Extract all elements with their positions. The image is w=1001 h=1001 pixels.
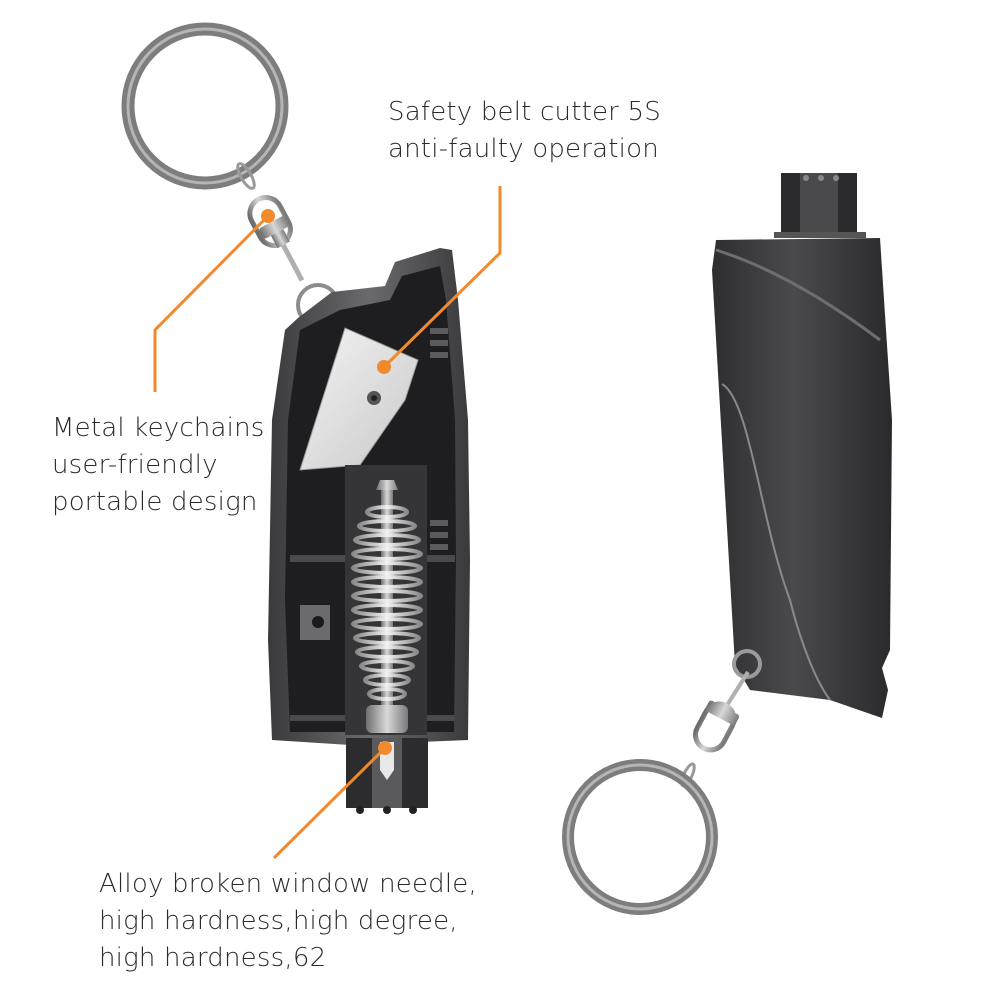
callout-keychain-line-2: user-friendly [52, 450, 218, 480]
key-ring-icon [121, 22, 289, 190]
callout-belt-cutter: Safety belt cutter 5S anti-faulty operat… [388, 94, 661, 168]
spring-icon [351, 480, 423, 733]
callout-belt-cutter-line-2: anti-faulty operation [388, 134, 659, 164]
cutaway-view [121, 22, 470, 814]
exterior-view [562, 173, 892, 915]
callout-keychain: Metal keychains user-friendly portable d… [52, 410, 265, 521]
callout-needle: Alloy broken window needle, high hardnes… [99, 866, 477, 977]
callout-belt-cutter-line-1: Safety belt cutter 5S [388, 97, 661, 127]
callout-keychain-line-1: Metal keychains [52, 413, 265, 443]
callout-needle-line-1: Alloy broken window needle, [99, 869, 477, 899]
callout-needle-line-2: high hardness,high degree, [99, 906, 458, 936]
callout-keychain-line-3: portable design [52, 487, 258, 517]
callout-needle-line-3: high hardness,62 [99, 943, 327, 973]
callout-leaders [153, 186, 502, 860]
swivel-clasp-icon [247, 195, 305, 282]
